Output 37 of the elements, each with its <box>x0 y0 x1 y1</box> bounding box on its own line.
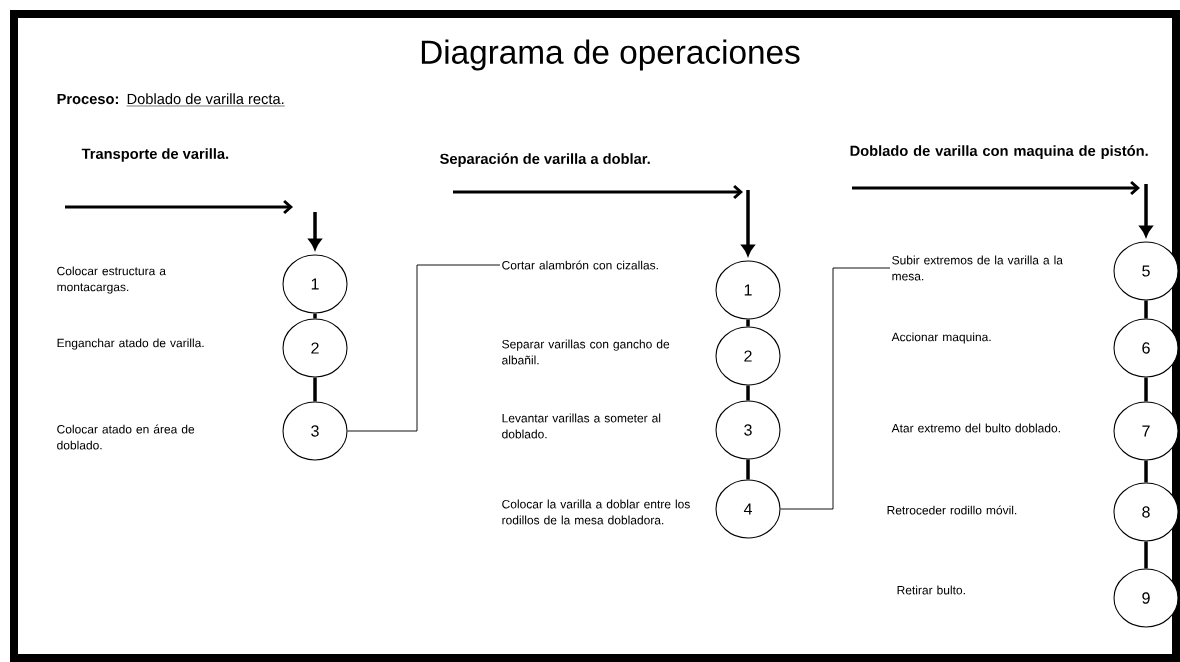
section-heading: Doblado de varilla con maquina de pistón. <box>850 145 1148 159</box>
section-heading: Transporte de varilla. <box>81 148 229 162</box>
process-label: Proceso: <box>57 93 118 105</box>
process-name: Doblado de varilla recta. <box>126 93 285 107</box>
step-text: Subir extremos de la varilla a la mesa. <box>892 255 1063 281</box>
step-description: Colocar atado en área de doblado. <box>57 424 195 450</box>
step-description: Colocar la varilla a doblar entre los rodillos de la mesa dobladora. <box>502 499 690 525</box>
step-description: Separar varillas con gancho de albañil. <box>502 339 670 365</box>
step-description: Levantar varillas a someter al doblado. <box>502 413 661 439</box>
node-label: 6 <box>1142 342 1150 354</box>
node-label: 5 <box>1142 265 1150 277</box>
step-description: Retroceder rodillo móvil. <box>887 505 1017 515</box>
arrow <box>308 212 322 250</box>
connector-line <box>1144 460 1148 483</box>
node-label: 9 <box>1142 592 1150 604</box>
connector-line <box>313 377 317 402</box>
connector-line <box>1144 377 1148 402</box>
arrow <box>741 190 755 256</box>
section-heading: Separación de varilla a doblar. <box>440 153 650 167</box>
connector-line <box>746 385 750 401</box>
step-description: Colocar estructura a montacargas. <box>57 266 166 294</box>
step-description: Accionar maquina. <box>891 332 991 344</box>
step-description: Enganchar atado de varilla. <box>57 338 204 350</box>
connector-line <box>1144 300 1148 319</box>
title: Diagrama de operaciones <box>421 39 800 71</box>
node-label: 8 <box>1142 506 1150 518</box>
step-description: Atar extremo del bulto doblado. <box>891 423 1060 433</box>
connector-line <box>347 264 501 432</box>
step-text: Cortar alambrón con cizallas. <box>502 260 658 270</box>
arrow <box>1139 184 1153 237</box>
connector-line <box>746 319 750 327</box>
connector-line <box>746 459 750 480</box>
connector-line <box>1144 541 1148 569</box>
connector-line <box>313 313 317 319</box>
node-label: 7 <box>1142 425 1150 437</box>
step-description: Retirar bulto. <box>897 585 965 595</box>
connector-line <box>780 267 891 510</box>
